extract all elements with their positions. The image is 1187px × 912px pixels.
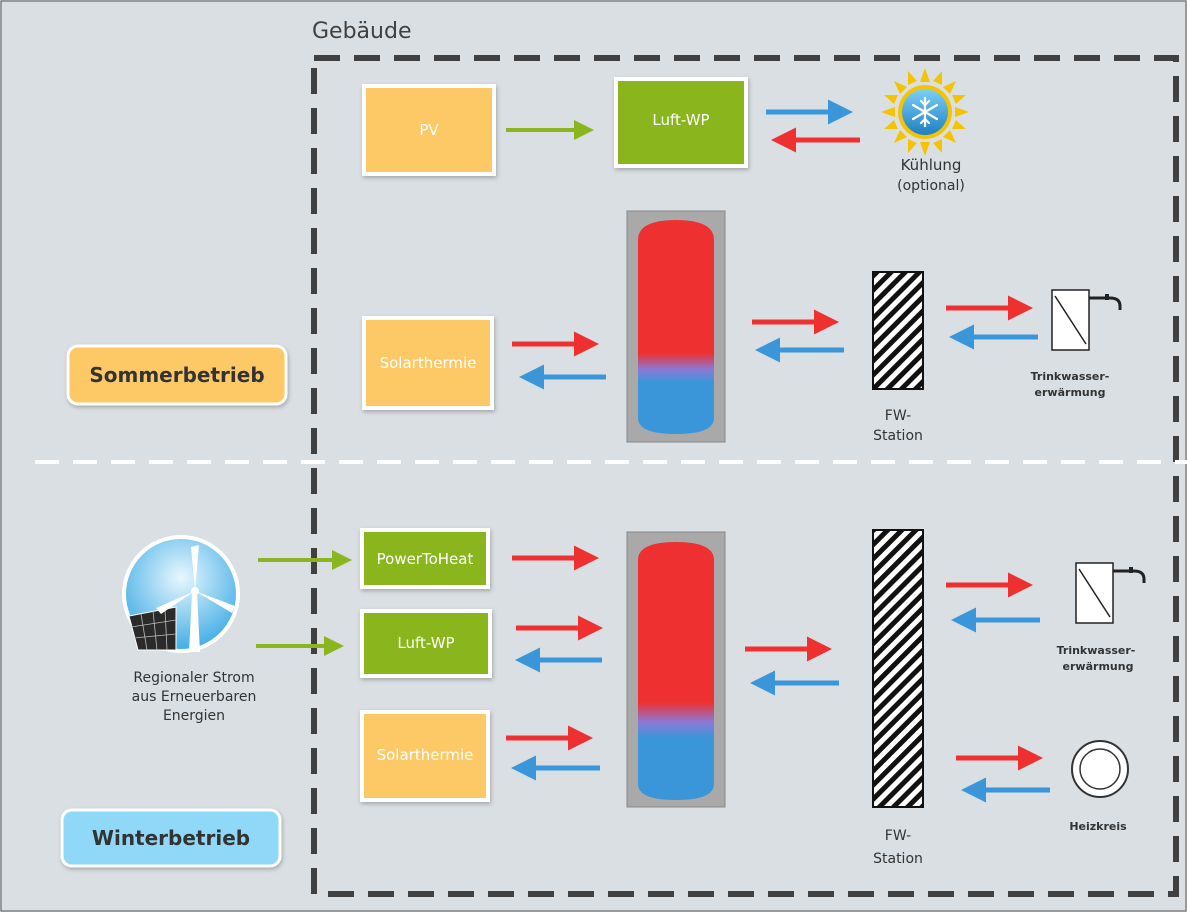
summer-pv-box: PV [362, 84, 496, 176]
summer-heatpump-box: Luft-WP [614, 77, 748, 168]
summer-fw-station [872, 271, 924, 390]
cooling-label-line1: Kühlung [901, 156, 962, 174]
winter-fw-station [872, 529, 924, 808]
winter-hotwater-label-line2: erwärmung [1063, 660, 1134, 673]
regional-power-line2: aus Erneuerbaren [132, 689, 257, 705]
winter-hotwater-label-line1: Trinkwasser- [1057, 644, 1136, 657]
summer-fw-label-line1: FW- [885, 408, 911, 424]
cooling-label-line2: (optional) [897, 178, 965, 194]
summer-hotwater-icon [1051, 289, 1122, 351]
cooling-icon [881, 68, 969, 156]
regional-power-line3: Energien [163, 708, 225, 724]
winter-solar-thermal-box: Solarthermie [360, 710, 490, 802]
winter-fw-label-line2: Station [873, 851, 923, 867]
summer-solar-thermal-label: Solarthermie [380, 354, 477, 372]
summer-heatpump-label: Luft-WP [652, 111, 709, 129]
winter-power-to-heat-box: PowerToHeat [360, 528, 490, 589]
building-label: Gebäude [312, 19, 411, 44]
winter-power-to-heat-label: PowerToHeat [377, 550, 474, 568]
winter-solar-thermal-label: Solarthermie [377, 746, 474, 764]
summer-solar-thermal-box: Solarthermie [362, 316, 494, 410]
summer-pv-label: PV [419, 121, 439, 139]
heating-circuit-label: Heizkreis [1069, 820, 1127, 833]
winter-storage-tank [626, 531, 726, 808]
winter-mode-badge: Winterbetrieb [60, 808, 282, 868]
summer-hotwater-label-line2: erwärmung [1035, 386, 1106, 399]
regional-power-icon [122, 535, 240, 653]
winter-mode-label: Winterbetrieb [92, 826, 250, 850]
heating-circuit-icon [1071, 740, 1129, 798]
summer-mode-badge: Sommerbetrieb [66, 344, 288, 406]
building-boundary [311, 55, 1179, 897]
winter-fw-label-line1: FW- [885, 828, 911, 844]
winter-hotwater-icon [1075, 562, 1146, 624]
regional-power-line1: Regionaler Strom [133, 670, 254, 686]
summer-fw-label-line2: Station [873, 428, 923, 444]
summer-mode-label: Sommerbetrieb [89, 363, 264, 387]
winter-heatpump-box: Luft-WP [360, 609, 492, 678]
winter-heatpump-label: Luft-WP [397, 634, 454, 652]
summer-hotwater-label-line1: Trinkwasser- [1031, 370, 1110, 383]
summer-storage-tank [626, 210, 726, 443]
